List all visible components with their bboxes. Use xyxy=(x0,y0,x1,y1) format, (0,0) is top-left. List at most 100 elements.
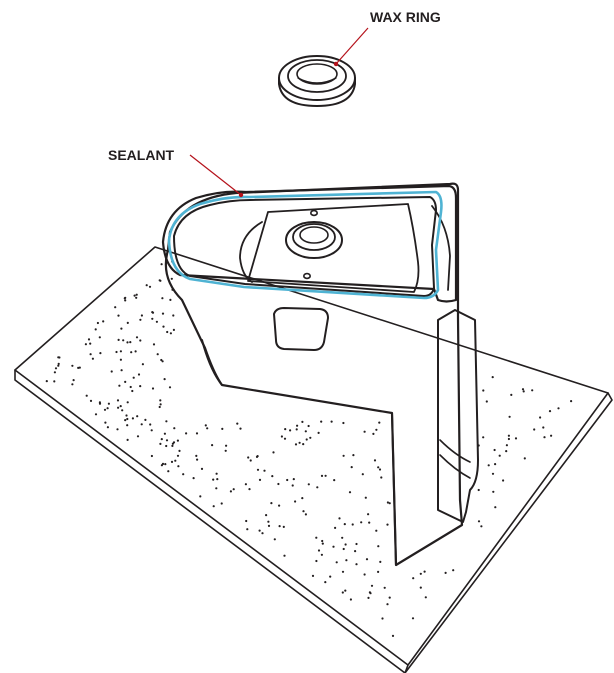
floor-dot xyxy=(494,463,496,465)
floor-dot xyxy=(160,403,162,405)
floor-dot xyxy=(292,484,294,486)
floor-dot xyxy=(129,341,131,343)
floor-dot xyxy=(95,413,97,415)
floor-dot xyxy=(318,432,320,434)
floor-dot xyxy=(299,442,301,444)
floor-dot xyxy=(139,319,141,321)
floor-dot xyxy=(124,381,126,383)
floor-dot xyxy=(57,365,59,367)
floor-dot xyxy=(543,436,545,438)
floor-dot xyxy=(342,591,344,593)
floor-dot xyxy=(351,466,353,468)
floor-dot xyxy=(170,332,172,334)
floor-dot xyxy=(379,468,381,470)
floor-dot xyxy=(73,379,75,381)
floor-dot xyxy=(99,352,101,354)
floor-dot xyxy=(539,416,541,418)
floor-dot xyxy=(308,425,310,427)
floor-dot xyxy=(221,502,223,504)
floor-dot xyxy=(315,560,317,562)
floor-dot xyxy=(386,524,388,526)
floor-dot xyxy=(246,528,248,530)
floor-dot xyxy=(420,573,422,575)
floor-dot xyxy=(120,359,122,361)
floor-dot xyxy=(478,489,480,491)
floor-dot xyxy=(272,451,274,453)
floor-dot xyxy=(117,407,119,409)
floor-dot xyxy=(379,561,381,563)
floor-dot xyxy=(132,417,134,419)
floor-dot xyxy=(172,314,174,316)
floor-dot xyxy=(523,390,525,392)
floor-dot xyxy=(211,444,213,446)
floor-dot xyxy=(201,468,203,470)
floor-dot xyxy=(306,438,308,440)
wax-ring-leader xyxy=(336,28,368,64)
floor-dot xyxy=(118,385,120,387)
floor-dot xyxy=(377,545,379,547)
floor-dot xyxy=(368,522,370,524)
floor-dot xyxy=(185,432,187,434)
floor-dot xyxy=(126,341,128,343)
floor-dot xyxy=(164,378,166,380)
floor-dot xyxy=(182,473,184,475)
floor-dot xyxy=(341,537,343,539)
floor-dot xyxy=(177,440,179,442)
floor-dot xyxy=(506,444,508,446)
floor-dot xyxy=(216,478,218,480)
floor-dot xyxy=(424,571,426,573)
floor-dot xyxy=(374,459,376,461)
floor-dot xyxy=(99,336,101,338)
floor-dot xyxy=(162,463,164,465)
floor-dot xyxy=(85,343,87,345)
floor-dot xyxy=(173,427,175,429)
floor-dot xyxy=(169,299,171,301)
floor-dot xyxy=(312,575,314,577)
floor-dot xyxy=(321,554,323,556)
floor-dot xyxy=(136,415,138,417)
floor-dot xyxy=(115,351,117,353)
floor-dot xyxy=(135,350,137,352)
floor-dot xyxy=(151,311,153,313)
floor-dot xyxy=(332,546,334,548)
floor-dot xyxy=(277,483,279,485)
floor-dot xyxy=(247,456,249,458)
floor-dot xyxy=(236,423,238,425)
floor-dot xyxy=(274,538,276,540)
floor-dot xyxy=(364,431,366,433)
floor-dot xyxy=(360,521,362,523)
floor-dot xyxy=(95,328,97,330)
floor-dot xyxy=(89,343,91,345)
floor-dot xyxy=(127,401,129,403)
floor-dot xyxy=(542,426,544,428)
floor-dot xyxy=(334,527,336,529)
floor-dot xyxy=(425,596,427,598)
floor-dot xyxy=(492,376,494,378)
floor-dot xyxy=(225,445,227,447)
floor-dot xyxy=(118,339,120,341)
floor-dot xyxy=(212,479,214,481)
floor-dot xyxy=(122,339,124,341)
floor-dot xyxy=(265,514,267,516)
floor-dot xyxy=(71,383,73,385)
floor-dot xyxy=(343,455,345,457)
floor-dot xyxy=(289,429,291,431)
floor-dot xyxy=(338,517,340,519)
floor-dot xyxy=(205,424,207,426)
floor-dot xyxy=(126,418,128,420)
floor-dot xyxy=(375,530,377,532)
toilet-bowl xyxy=(163,184,478,565)
floor-dot xyxy=(55,367,57,369)
floor-dot xyxy=(196,432,198,434)
floor-dot xyxy=(283,526,285,528)
floor-dot xyxy=(161,263,163,265)
floor-dot xyxy=(355,543,357,545)
floor-dot xyxy=(364,573,366,575)
floor-dot xyxy=(371,585,373,587)
floor-dot xyxy=(159,406,161,408)
floor-dot xyxy=(531,389,533,391)
floor-dot xyxy=(412,577,414,579)
wax-ring-leader-dot xyxy=(334,62,338,66)
floor-dot xyxy=(342,422,344,424)
